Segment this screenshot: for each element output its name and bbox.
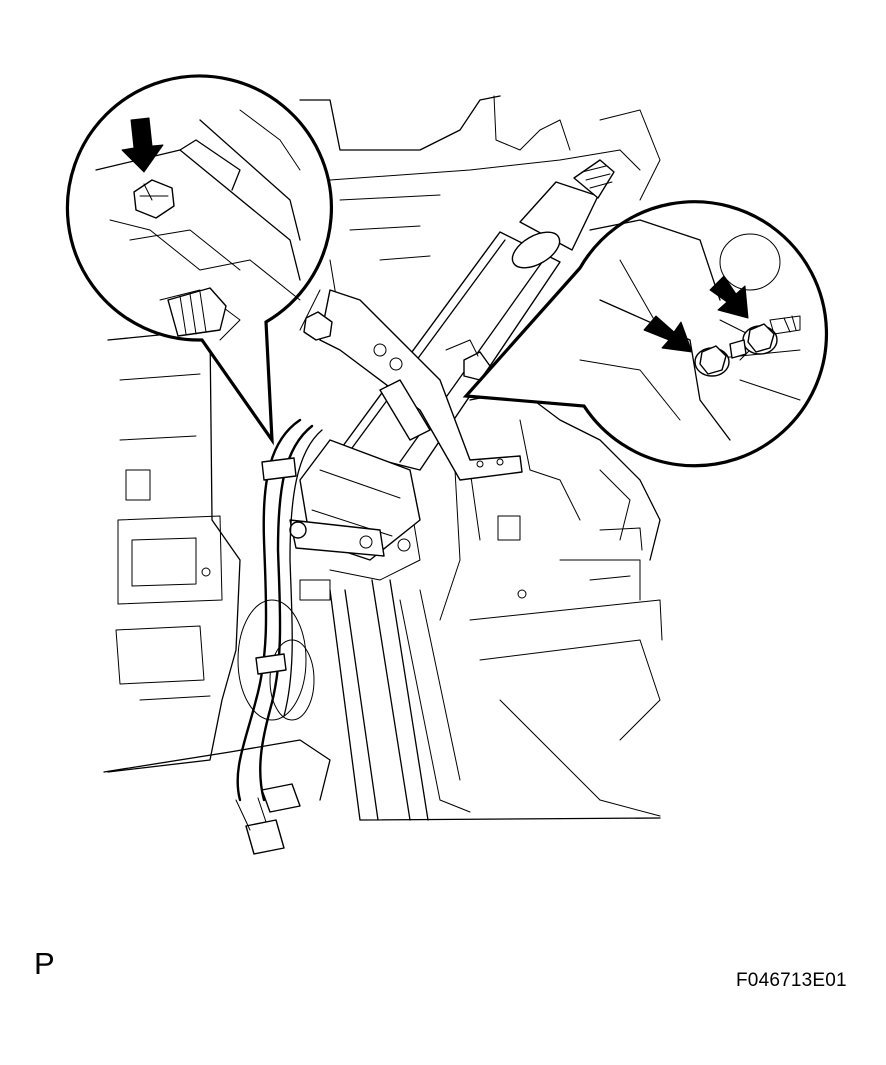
right-callout-bolt-left	[694, 345, 730, 377]
dashboard-structure	[103, 95, 663, 821]
right-detail-callout	[462, 200, 829, 468]
view-letter-label: P	[34, 946, 55, 981]
wire-harness	[235, 418, 323, 855]
down-right-arrow-icon	[709, 275, 749, 319]
down-right-arrow-icon	[643, 315, 693, 353]
left-callout-bolt	[133, 179, 175, 219]
right-callout-bolt-right	[742, 323, 778, 355]
steering-column	[289, 159, 615, 561]
figure-code-label: F046713E01	[736, 970, 847, 991]
left-callout-detail-lines	[95, 109, 301, 341]
right-callout-detail-lines	[579, 219, 801, 441]
down-arrow-icon	[121, 117, 164, 173]
left-detail-callout	[65, 74, 333, 446]
